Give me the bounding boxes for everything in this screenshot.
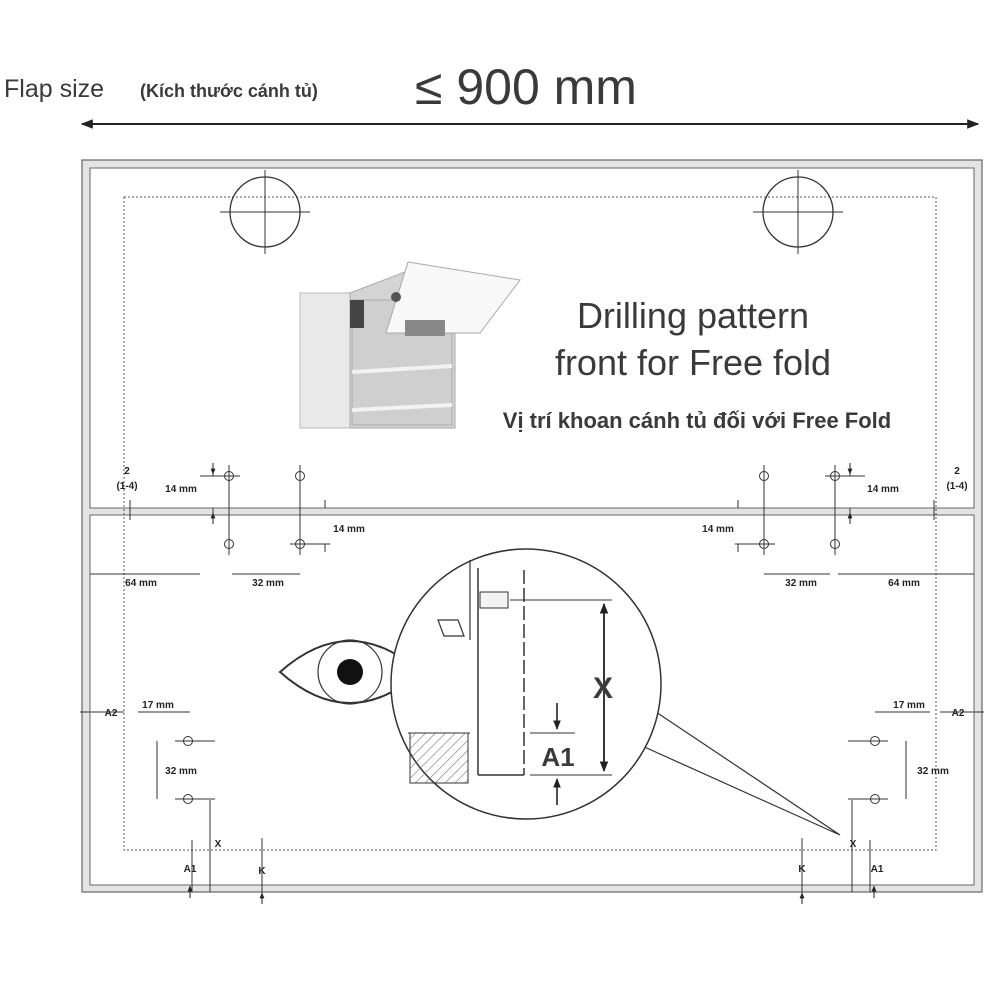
dim-2-range-left: (1-4) xyxy=(116,481,137,492)
drill-pattern-bottom-left xyxy=(80,711,263,900)
flap-size-value: ≤ 900 mm xyxy=(415,59,637,115)
drill-hole xyxy=(183,794,193,804)
dim-k-right: K xyxy=(798,864,806,875)
dim-64-right: 64 mm xyxy=(888,578,920,589)
dim-32v-right: 32 mm xyxy=(917,766,949,777)
hinge-cup-right xyxy=(753,170,843,254)
drill-hole xyxy=(759,471,769,481)
dim-a2-left: A2 xyxy=(105,708,118,719)
dim-k-left: K xyxy=(258,866,266,877)
drill-pattern-bottom-right xyxy=(801,711,984,900)
dim-a1-right: A1 xyxy=(871,864,884,875)
flap-size-header: Flap size (Kích thước cánh tủ) ≤ 900 mm xyxy=(4,59,980,129)
detail-x-label: X xyxy=(593,672,613,705)
dim-2-left: 2 xyxy=(124,466,130,477)
dim-14-mid-right: 14 mm xyxy=(702,524,734,535)
dim-32v-left: 32 mm xyxy=(165,766,197,777)
dim-14-mid-left: 14 mm xyxy=(333,524,365,535)
detail-a1-label: A1 xyxy=(541,742,574,772)
dim-32-right: 32 mm xyxy=(785,578,817,589)
dim-x-right: X xyxy=(850,839,857,850)
dimension-arrows xyxy=(187,463,877,904)
cabinet-illustration xyxy=(299,261,521,429)
flap-size-label: Flap size xyxy=(4,75,104,103)
dim-14-top-left: 14 mm xyxy=(165,484,197,495)
dim-14-top-right: 14 mm xyxy=(867,484,899,495)
drill-hole xyxy=(870,736,880,746)
drill-hole xyxy=(830,539,840,549)
drill-hole xyxy=(870,794,880,804)
dim-a1-left: A1 xyxy=(184,864,197,875)
dim-64-left: 64 mm xyxy=(125,578,157,589)
title-vi: Vị trí khoan cánh tủ đối với Free Fold xyxy=(503,408,891,433)
dimension-labels: 2 (1-4) 14 mm 14 mm 64 mm 32 mm 2 (1-4) … xyxy=(105,466,968,877)
eye-icon xyxy=(278,639,422,705)
dim-17-left: 17 mm xyxy=(142,700,174,711)
drill-pattern-top-left xyxy=(90,465,330,575)
title-block: Drilling pattern front for Free fold Vị … xyxy=(503,295,891,433)
drill-hole xyxy=(224,539,234,549)
dim-2-range-right: (1-4) xyxy=(946,481,967,492)
drill-hole xyxy=(183,736,193,746)
dim-a2-right: A2 xyxy=(952,708,965,719)
dim-32-left: 32 mm xyxy=(252,578,284,589)
drill-boundary-dotted xyxy=(123,196,937,851)
dim-x-left: X xyxy=(215,839,222,850)
title-line-2: front for Free fold xyxy=(555,342,831,383)
flap-size-label-vi: (Kích thước cánh tủ) xyxy=(140,81,318,101)
dim-2-right: 2 xyxy=(954,466,960,477)
detail-magnifier: X A1 xyxy=(390,548,841,836)
title-line-1: Drilling pattern xyxy=(577,295,809,336)
dim-17-right: 17 mm xyxy=(893,700,925,711)
drill-hole xyxy=(295,471,305,481)
upper-flap xyxy=(89,167,975,509)
hinge-cup-left xyxy=(220,170,310,254)
